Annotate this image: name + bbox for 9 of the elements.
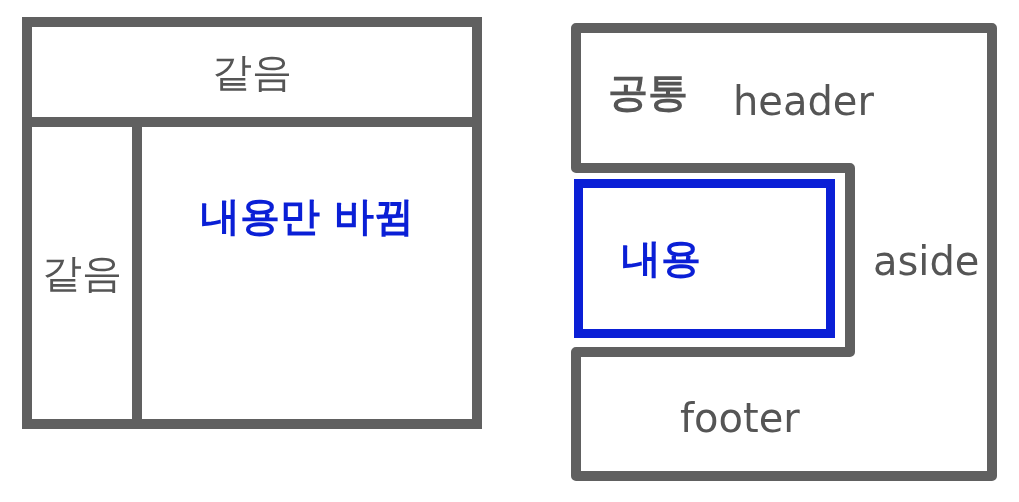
layout-box <box>22 17 482 429</box>
header-band: 같음 <box>32 27 472 127</box>
section-label: aside <box>873 238 980 284</box>
section-label: 공통 <box>608 68 688 117</box>
content-box: 내용 <box>574 179 835 338</box>
content-area: 내용만 바뀜 <box>142 127 472 419</box>
section-label: header <box>733 78 874 124</box>
section-label: footer <box>680 395 800 441</box>
sidebar-band: 같음 <box>32 127 142 419</box>
